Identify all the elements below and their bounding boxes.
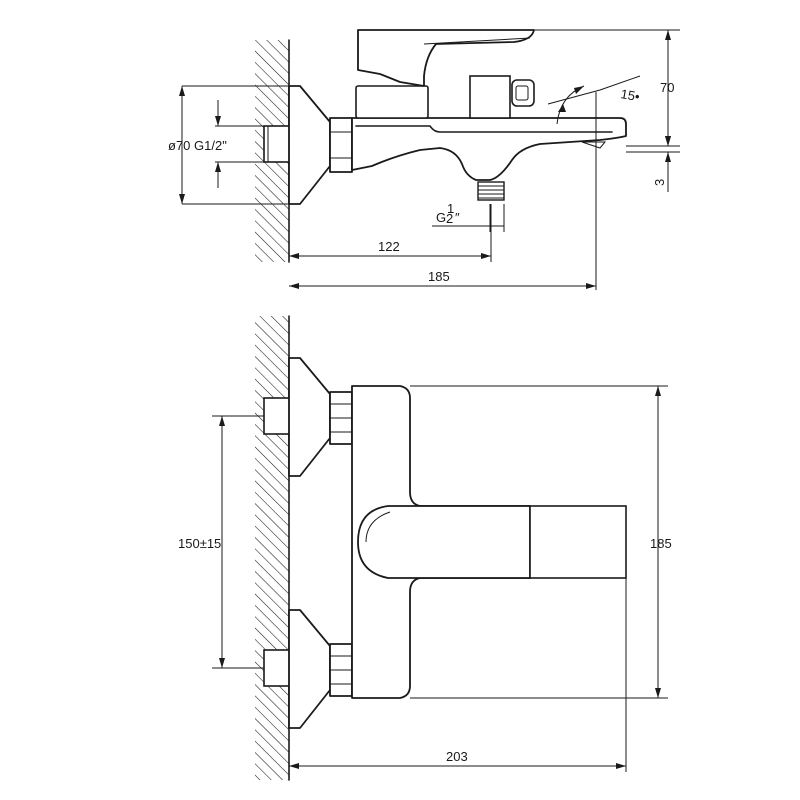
flange-thread-label: ø70 G1/2" (168, 138, 227, 153)
lever-handle (357, 29, 535, 87)
outlet-thread-g: G (436, 210, 446, 225)
lever-handle-front (357, 505, 531, 579)
front-view (255, 315, 627, 781)
mixer-body-side (351, 117, 627, 181)
dim-203-label: 203 (446, 749, 468, 764)
outlet-thread-inch: ″ (455, 210, 460, 225)
outlet-thread-num: 1 (447, 201, 454, 216)
hex-nut (329, 117, 353, 173)
cartridge-cap (355, 85, 429, 119)
side-view-dimensions: ø70 G1/2" G 1 2 ″ 122 185 15• (168, 29, 680, 290)
upper-pipe-stub (263, 397, 293, 435)
outlet-nipple (477, 181, 505, 201)
wall-pipe-stub (263, 125, 293, 163)
dim-185-depth-label: 185 (428, 269, 450, 284)
dim-3-label: 3 (652, 179, 667, 186)
lower-escutcheon (288, 609, 331, 729)
dim-185-height-label: 185 (650, 536, 672, 551)
dim-122-label: 122 (378, 239, 400, 254)
dim-150-label: 150±15 (178, 536, 221, 551)
outlet-thread-den: 2 (446, 211, 453, 226)
diverter-knob (469, 75, 511, 119)
upper-escutcheon (288, 357, 331, 477)
escutcheon-flange (288, 85, 331, 205)
lower-pipe-stub (263, 649, 293, 687)
spout-end-front (529, 505, 627, 579)
angle-15-label: 15• (619, 86, 641, 104)
front-view-dimensions: 150±15 185 203 (178, 385, 672, 772)
side-view (255, 29, 627, 263)
wall-hatch-bottom (255, 316, 289, 780)
dim-70-label: 70 (660, 80, 674, 95)
